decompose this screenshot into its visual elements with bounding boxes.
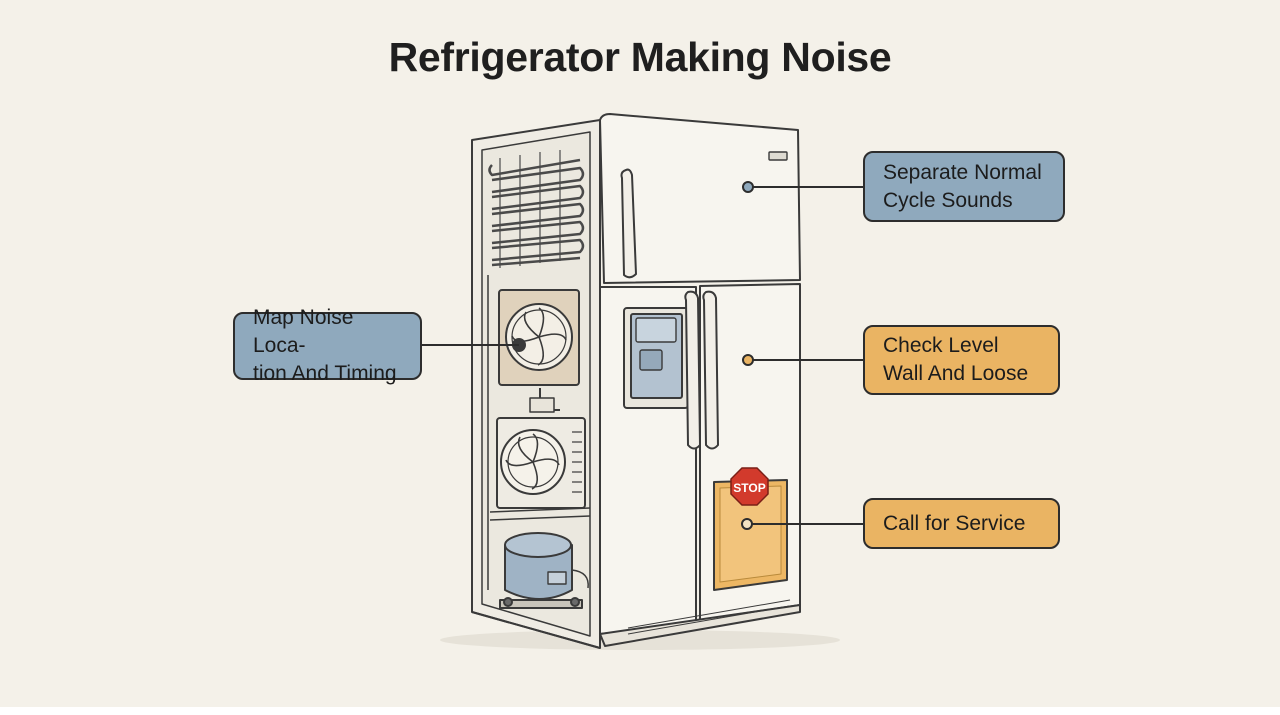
stop-sign-icon: STOP: [730, 467, 769, 506]
callout-separate-normal-cycle: Separate Normal Cycle Sounds: [863, 151, 1065, 222]
callout-text: Call for Service: [883, 511, 1026, 535]
callout-check-level: Check Level Wall And Loose: [863, 325, 1060, 395]
page-title: Refrigerator Making Noise: [388, 34, 892, 80]
callout-text: Map Noise Loca- tion And Timing: [253, 306, 397, 385]
condenser-coil: [488, 150, 585, 268]
stop-sign-text: STOP: [733, 481, 765, 495]
evaporator-fan: [498, 289, 580, 386]
callout-text: Check Level Wall And Loose: [883, 334, 1029, 385]
condenser-fan: [496, 417, 586, 509]
compressor: [499, 532, 589, 609]
bottom-strip: [0, 707, 1280, 715]
callout-map-noise-location: Map Noise Loca- tion And Timing: [233, 306, 422, 385]
callout-text: Separate Normal Cycle Sounds: [883, 160, 1042, 212]
callout-call-for-service: Call for Service: [863, 498, 1060, 549]
